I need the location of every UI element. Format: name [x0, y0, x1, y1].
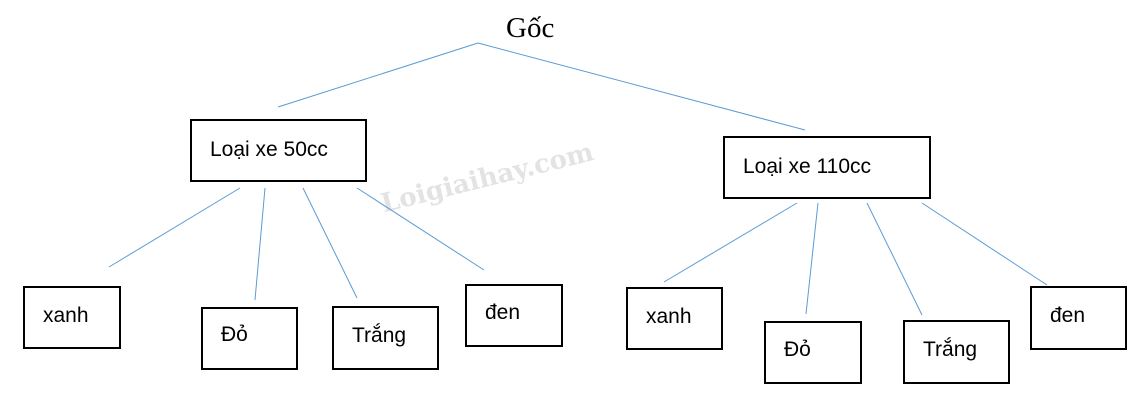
leaf-node: Trắng: [903, 320, 1010, 384]
branch-node-50cc: Loại xe 50cc: [190, 119, 367, 182]
edge-50cc-do: [254, 187, 266, 301]
branch-node-110cc: Loại xe 110cc: [723, 136, 931, 199]
edge-110cc-do: [805, 202, 819, 315]
edge-50cc-trang: [302, 187, 358, 299]
leaf-label: xanh: [646, 305, 692, 328]
edge-110cc-den: [921, 202, 1048, 286]
edge-root-110cc: [477, 42, 806, 131]
leaf-label: Đỏ: [784, 338, 811, 361]
edge-50cc-xanh: [108, 187, 241, 268]
edge-root-50cc: [277, 42, 479, 108]
branch-label: Loại xe 50cc: [210, 138, 328, 161]
leaf-label: đen: [1050, 304, 1086, 327]
branch-label: Loại xe 110cc: [743, 155, 872, 178]
edge-110cc-xanh: [663, 202, 798, 283]
leaf-node: Đỏ: [764, 321, 862, 384]
leaf-node: Trắng: [332, 306, 439, 370]
leaf-node: đen: [465, 284, 563, 347]
leaf-label: xanh: [43, 304, 89, 327]
leaf-label: Trắng: [923, 338, 978, 361]
leaf-label: đen: [485, 301, 521, 324]
leaf-node: xanh: [23, 286, 121, 349]
leaf-node: xanh: [626, 287, 723, 350]
edge-50cc-den: [356, 187, 485, 271]
edge-110cc-trang: [866, 202, 923, 316]
leaf-node: đen: [1030, 286, 1127, 350]
leaf-label: Trắng: [352, 324, 407, 347]
leaf-label: Đỏ: [221, 323, 248, 346]
root-node: Gốc: [506, 12, 555, 44]
leaf-node: Đỏ: [201, 307, 298, 370]
